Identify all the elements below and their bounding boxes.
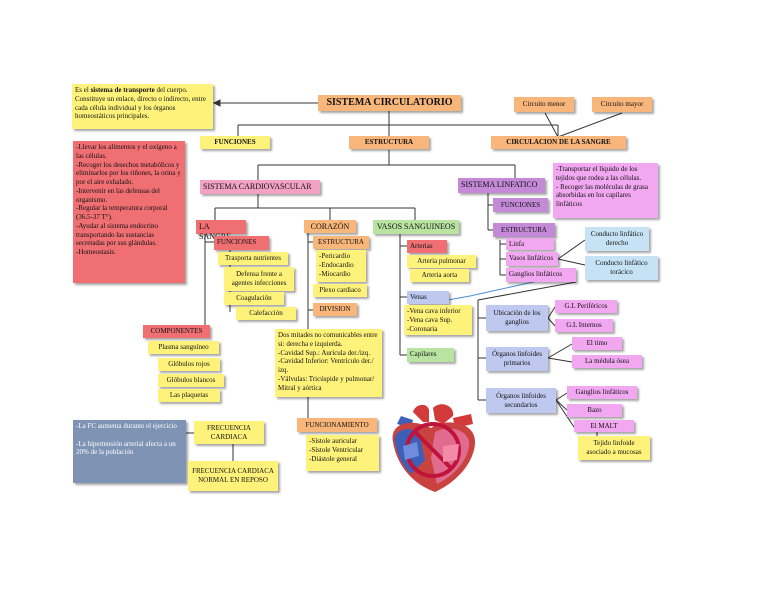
division-text: Dos mitades no comunicables entre si: de…: [275, 329, 382, 397]
organos-secundarios: Órganos linfoides secundarios: [486, 388, 556, 413]
globulos-blancos: Glóbulos blancos: [158, 374, 224, 387]
gl-perifericos: G.L Periféricos: [555, 300, 617, 313]
definition-pre: Es el: [75, 86, 91, 94]
venas-text: -Vena cava inferior -Vena cava Sup. -Cor…: [404, 305, 472, 335]
bazo: Bazo: [567, 404, 622, 417]
las-plaquetas: Las plaquetas: [158, 389, 220, 402]
linfatico-funciones-text: -Transportar el líquido de los tejidos q…: [553, 163, 658, 218]
tejido-linfoide: Tejido linfoide asociado a mucosas: [578, 436, 650, 460]
linfatico-header: SISTEMA LINFATICO: [458, 178, 545, 193]
circuito-mayor: Circuito mayor: [592, 97, 652, 112]
plexo-cardiaco: Plexo cardiaco: [313, 284, 367, 297]
gl-internos: G.L Internos: [555, 319, 613, 332]
calefaccion: Calefacción: [236, 307, 296, 320]
organos-primarios: Órganos linfoides primarios: [486, 347, 548, 371]
definition-post: del cuerpo. Constituye un enlace, direct…: [75, 86, 207, 121]
venas: Venas: [407, 291, 449, 304]
conducto-toracico: Conducto linfático torácico: [585, 256, 658, 280]
arteria-aorta: Arteria aorta: [410, 269, 469, 282]
funciones-header: FUNCIONES: [200, 136, 270, 149]
page-title: SISTEMA CIRCULATORIO: [318, 95, 461, 111]
frecuencia-normal: FRECUENCIA CARDIACA NORMAL EN REPOSO: [188, 461, 278, 491]
linfa-box: Linfa: [506, 238, 554, 250]
funcionamiento-text: -Sístole auricular -Sístole Ventricular …: [306, 435, 379, 471]
globulos-rojos: Glóbulos rojos: [158, 358, 220, 371]
arteria-pulmonar: Arteria pulmonar: [407, 255, 476, 268]
arterias: Arterias: [407, 240, 447, 253]
definition-strong: sistema de transporte: [90, 86, 155, 94]
circulacion-header: CIRCULACION DE LA SANGRE: [491, 136, 626, 149]
coagulacion: Coagulación: [224, 292, 284, 305]
componentes-header: COMPONENTES: [143, 325, 210, 338]
corazon-capas: -Pericardio -Endocardio -Miocardio: [316, 250, 366, 282]
funciones-list: -Llevar los alimentos y el oxígeno a las…: [73, 141, 185, 283]
transporta-nutrientes: Trasporta nutrientes: [218, 252, 288, 265]
heart-illustration: [392, 404, 476, 492]
vasos-header: VASOS SANGUINEOS: [373, 220, 459, 234]
linfatico-funciones: FUNCIONES: [493, 198, 548, 212]
plasma-sanguineo: Plasma sanguíneo: [148, 341, 219, 354]
estructura-header: ESTRUCTURA: [349, 136, 429, 149]
ganglios-linfaticos: Ganglios linfáticos: [506, 268, 576, 282]
frecuencia-header: FRECUENCIA CARDIACA: [194, 421, 264, 444]
cardiovascular-header: SISTEMA CARDIOVASCULAR: [200, 180, 320, 194]
funcionamiento-header: FUNCIONAMIENTO: [297, 418, 377, 432]
defensa-box: Defensa frente a agentes infecciones: [224, 267, 294, 291]
division-header: DIVISION: [313, 303, 357, 316]
corazon-estructura: ESTRUCTURA: [313, 236, 369, 249]
linfatico-estructura: ESTRUCTURA: [493, 223, 555, 237]
sangre-funciones: FUNCIONES: [214, 236, 269, 250]
ubicacion-ganglios: Ubicación de los ganglios: [486, 305, 548, 331]
capilares: Capilares: [407, 348, 454, 362]
el-malt: El MALT: [574, 420, 634, 432]
medula-osea: La médula ósea: [572, 355, 642, 368]
sangre-header: LA SANGRE: [196, 220, 246, 241]
vasos-linfaticos: Vasos linfáticos: [506, 252, 558, 266]
definition-box: Es el sistema de transporte del cuerpo. …: [72, 84, 213, 129]
corazon-header: CORAZÓN: [304, 220, 356, 233]
conducto-derecho: Conducto linfático derecho: [585, 227, 649, 251]
ganglios-linfaticos-2: Ganglios linfáticos: [567, 386, 637, 399]
circuito-menor: Circuito menor: [514, 97, 574, 112]
frecuencia-nota: -La FC aumenta durante el ejercicio -La …: [73, 420, 186, 483]
el-timo: El timo: [572, 337, 622, 350]
